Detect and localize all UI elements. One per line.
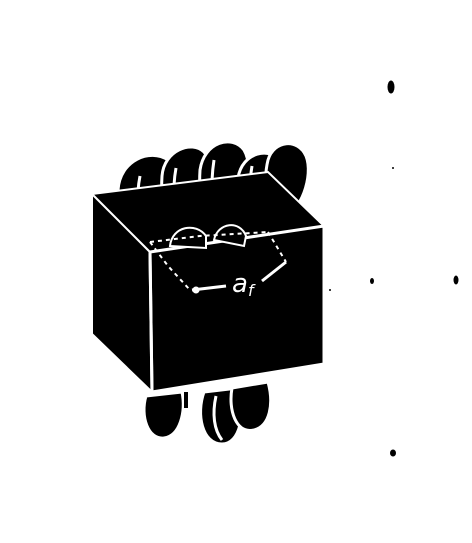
orbital-lobe-bottom-right — [229, 380, 273, 432]
cube-front-edge — [148, 251, 154, 393]
lattice-point-mid-right — [453, 275, 459, 285]
dashed-cell-edges — [149, 231, 287, 291]
lobe-bottom-highlight — [212, 395, 224, 441]
lattice-point-top — [387, 80, 395, 94]
dimension-line-right — [261, 260, 287, 283]
lattice-point-upper-mark — [392, 167, 394, 169]
lattice-point-bottom — [390, 449, 396, 457]
dashed-edge-right — [267, 231, 287, 263]
unit-cell-cube — [89, 170, 327, 395]
lattice-dimension-arrow: af — [191, 260, 287, 300]
orbital-lobe-bottom-left — [142, 390, 185, 440]
lattice-point-mid-mark — [329, 289, 331, 291]
orbital-lobes-bottom — [142, 380, 273, 446]
lattice-point-mid-left — [370, 278, 374, 284]
dashed-edge-left — [149, 241, 191, 291]
lattice-points — [329, 80, 459, 457]
cube-front-face — [148, 224, 326, 394]
dashed-edge-top — [149, 231, 269, 243]
lobe-through-top-2 — [212, 224, 248, 248]
dimension-label: af — [232, 269, 256, 300]
orbital-lobes-through-top — [168, 224, 248, 250]
dimension-subscript: f — [248, 281, 256, 300]
dimension-endpoint-left — [192, 286, 200, 294]
